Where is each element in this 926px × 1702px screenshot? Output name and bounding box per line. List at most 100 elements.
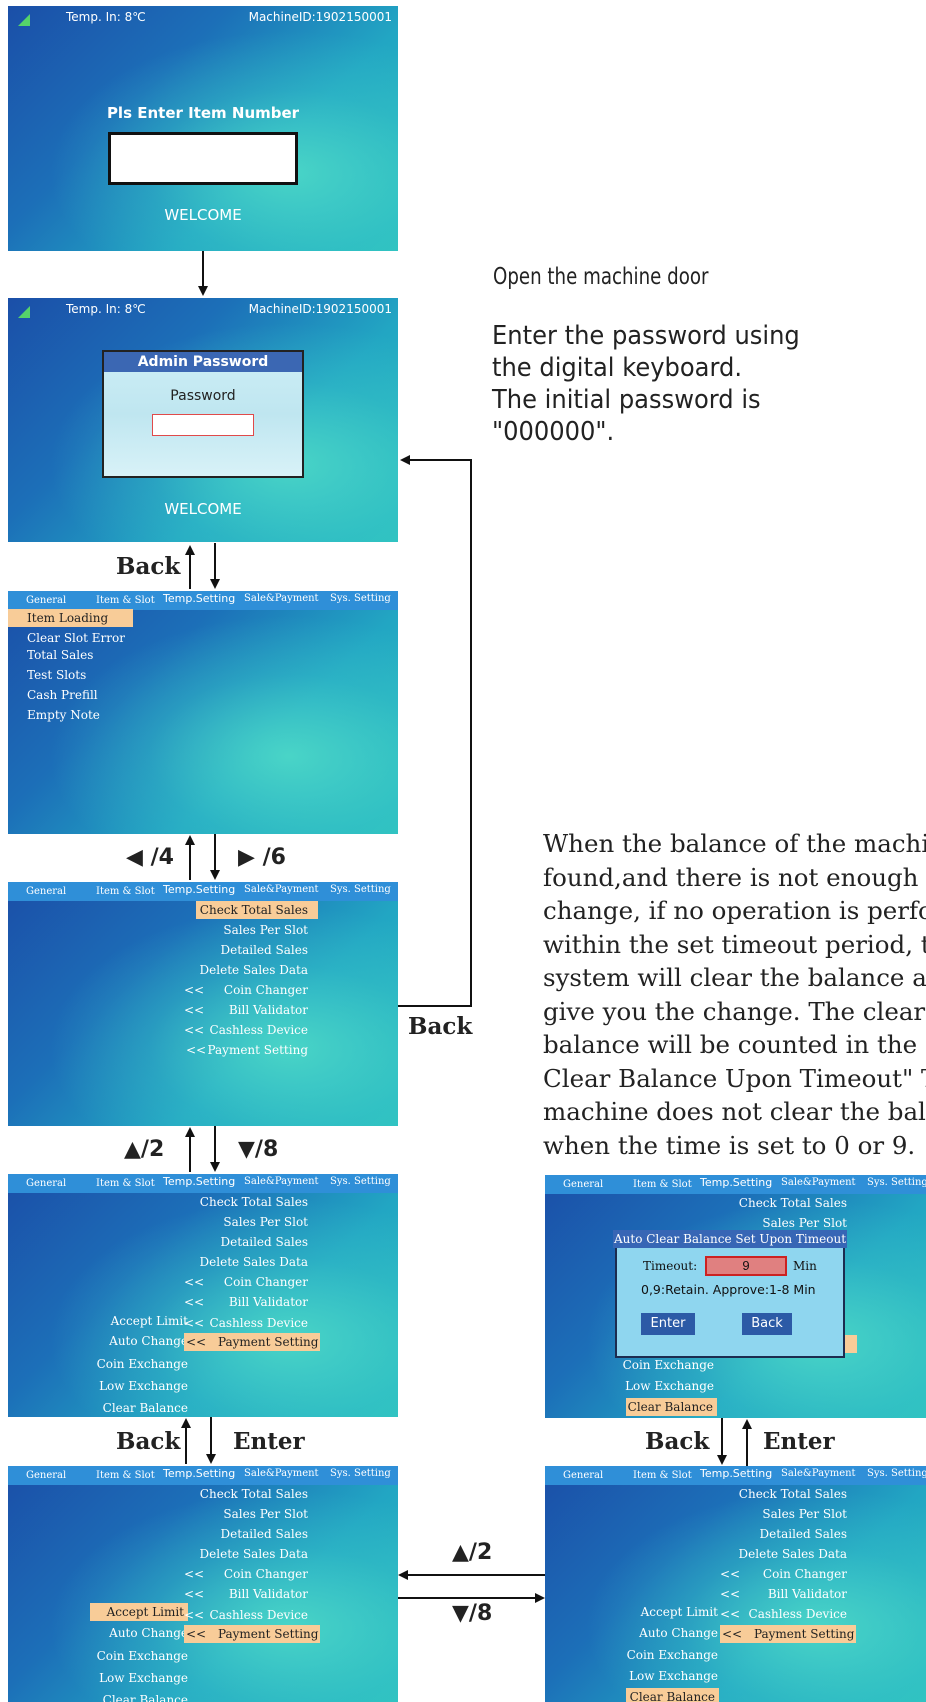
submenu-coin-exchange[interactable]: Coin Exchange <box>96 1649 188 1663</box>
tab-general[interactable]: General <box>26 595 67 606</box>
tab-sys-setting[interactable]: Sys. Setting <box>330 1468 391 1479</box>
submenu-low-exchange[interactable]: Low Exchange <box>99 1671 188 1685</box>
tab-general[interactable]: General <box>563 1179 604 1190</box>
menu-item-coin-changer[interactable]: Coin Changer <box>762 1567 847 1581</box>
tab-sys-setting[interactable]: Sys. Setting <box>330 1176 391 1187</box>
password-instruction-line: The initial password is <box>492 385 761 415</box>
tab-general[interactable]: General <box>26 1470 67 1481</box>
submenu-clear-balance-selected[interactable]: Clear Balance <box>626 1398 717 1416</box>
menu-item-payment-setting[interactable]: << Payment Setting <box>720 1625 856 1643</box>
menu-item-payment-setting-selected[interactable]: << Payment Setting <box>184 1333 320 1351</box>
tab-sale-payment[interactable]: Sale&Payment <box>244 1468 319 1479</box>
menu-item-cashless-device[interactable]: Cashless Device <box>209 1608 308 1622</box>
submenu-low-exchange[interactable]: Low Exchange <box>625 1379 714 1393</box>
enter-button[interactable]: Enter <box>641 1313 695 1335</box>
menu-item-check-total-sales[interactable]: Check Total Sales <box>199 1195 308 1209</box>
menu-item-sales-per-slot[interactable]: Sales Per Slot <box>223 923 308 937</box>
submenu-low-exchange[interactable]: Low Exchange <box>99 1379 188 1393</box>
menu-item-delete-sales-data[interactable]: Delete Sales Data <box>199 1255 308 1269</box>
menu-item-coin-changer[interactable]: Coin Changer <box>223 1567 308 1581</box>
menu-item-coin-changer[interactable]: Coin Changer <box>223 983 308 997</box>
submenu-auto-change[interactable]: Auto Change <box>109 1334 188 1348</box>
tab-item-slot[interactable]: Item & Slot <box>96 1470 155 1481</box>
submenu-coin-exchange[interactable]: Coin Exchange <box>626 1648 718 1662</box>
menu-item-item-loading[interactable]: Item Loading <box>8 609 133 627</box>
menu-item-cash-prefill[interactable]: Cash Prefill <box>27 688 98 702</box>
tab-sale-payment[interactable]: Sale&Payment <box>244 884 319 895</box>
tab-general[interactable]: General <box>26 886 67 897</box>
menu-item-cashless-device[interactable]: Cashless Device <box>209 1023 308 1037</box>
menu-item-bill-validator[interactable]: Bill Validator <box>228 1587 308 1601</box>
menu-item-total-sales[interactable]: Total Sales <box>27 648 94 662</box>
label-back-1: Back <box>116 553 181 580</box>
menu-item-delete-sales-data[interactable]: Delete Sales Data <box>738 1547 847 1561</box>
tab-sys-setting[interactable]: Sys. Setting <box>867 1177 926 1188</box>
submenu-clear-balance[interactable]: Clear Balance <box>102 1693 188 1702</box>
tab-sale-payment[interactable]: Sale&Payment <box>244 1176 319 1187</box>
menu-tabs: General Item & Slot Temp.Setting Sale&Pa… <box>8 1466 398 1485</box>
menu-item-payment-setting[interactable]: << Payment Setting <box>184 1625 320 1643</box>
menu-item-delete-sales-data[interactable]: Delete Sales Data <box>199 963 308 977</box>
submenu-low-exchange[interactable]: Low Exchange <box>629 1669 718 1683</box>
item-number-input[interactable] <box>108 132 298 185</box>
tab-general[interactable]: General <box>563 1470 604 1481</box>
submenu-accept-limit-selected[interactable]: Accept Limit <box>90 1603 188 1621</box>
menu-item-check-total-sales[interactable]: Check Total Sales <box>199 1487 308 1501</box>
menu-item-bill-validator[interactable]: Bill Validator <box>228 1003 308 1017</box>
menu-item-check-total-sales[interactable]: Check Total Sales <box>196 901 318 919</box>
menu-item-check-total-sales[interactable]: Check Total Sales <box>738 1487 847 1501</box>
menu-item-detailed-sales[interactable]: Detailed Sales <box>220 1527 308 1541</box>
tab-temp-setting[interactable]: Temp.Setting <box>163 592 236 605</box>
submenu-clear-balance-selected[interactable]: Clear Balance <box>626 1688 719 1702</box>
tab-sale-payment[interactable]: Sale&Payment <box>781 1468 856 1479</box>
tab-general[interactable]: General <box>26 1178 67 1189</box>
timeout-value-input[interactable]: 9 <box>705 1256 787 1276</box>
menu-item-sales-per-slot[interactable]: Sales Per Slot <box>223 1507 308 1521</box>
menu-item-cashless-device[interactable]: Cashless Device <box>209 1316 308 1330</box>
tab-temp-setting[interactable]: Temp.Setting <box>700 1176 773 1189</box>
menu-item-detailed-sales[interactable]: Detailed Sales <box>220 943 308 957</box>
submenu-auto-change[interactable]: Auto Change <box>639 1626 718 1640</box>
tab-item-slot[interactable]: Item & Slot <box>633 1470 692 1481</box>
tab-temp-setting[interactable]: Temp.Setting <box>163 1467 236 1480</box>
tab-temp-setting[interactable]: Temp.Setting <box>163 883 236 896</box>
dialog-title: Admin Password <box>104 352 302 372</box>
menu-item-detailed-sales[interactable]: Detailed Sales <box>220 1235 308 1249</box>
tab-sys-setting[interactable]: Sys. Setting <box>330 593 391 604</box>
tab-item-slot[interactable]: Item & Slot <box>96 1178 155 1189</box>
menu-item-empty-note[interactable]: Empty Note <box>27 708 100 722</box>
menu-item-payment-setting[interactable]: Payment Setting <box>207 1043 308 1057</box>
tab-temp-setting[interactable]: Temp.Setting <box>700 1467 773 1480</box>
submenu-clear-balance[interactable]: Clear Balance <box>102 1401 188 1415</box>
password-input[interactable] <box>152 414 254 436</box>
menu-item-bill-validator[interactable]: Bill Validator <box>228 1295 308 1309</box>
menu-item-detailed-sales[interactable]: Detailed Sales <box>759 1527 847 1541</box>
menu-item-test-slots[interactable]: Test Slots <box>27 668 87 682</box>
submenu-accept-limit[interactable]: Accept Limit <box>640 1605 718 1619</box>
chevron-left-icon: << <box>186 1627 207 1641</box>
password-instruction-line: Enter the password using <box>492 321 800 351</box>
menu-item-delete-sales-data[interactable]: Delete Sales Data <box>199 1547 308 1561</box>
menu-item-coin-changer[interactable]: Coin Changer <box>223 1275 308 1289</box>
tab-sale-payment[interactable]: Sale&Payment <box>244 593 319 604</box>
submenu-accept-limit[interactable]: Accept Limit <box>110 1314 188 1328</box>
menu-item-clear-slot-error[interactable]: Clear Slot Error <box>27 631 125 645</box>
tab-item-slot[interactable]: Item & Slot <box>633 1179 692 1190</box>
tab-sys-setting[interactable]: Sys. Setting <box>330 884 391 895</box>
menu-item-sales-per-slot[interactable]: Sales Per Slot <box>223 1215 308 1229</box>
menu-item-check-total-sales[interactable]: Check Total Sales <box>738 1196 847 1210</box>
submenu-coin-exchange[interactable]: Coin Exchange <box>96 1357 188 1371</box>
tab-sale-payment[interactable]: Sale&Payment <box>781 1177 856 1188</box>
tab-sys-setting[interactable]: Sys. Setting <box>867 1468 926 1479</box>
menu-item-cashless-device[interactable]: Cashless Device <box>748 1607 847 1621</box>
back-button[interactable]: Back <box>742 1313 792 1335</box>
label-back-2: Back <box>116 1428 181 1455</box>
tab-temp-setting[interactable]: Temp.Setting <box>163 1175 236 1188</box>
menu-item-sales-per-slot[interactable]: Sales Per Slot <box>762 1507 847 1521</box>
menu-item-sales-per-slot[interactable]: Sales Per Slot <box>762 1216 847 1230</box>
tab-item-slot[interactable]: Item & Slot <box>96 595 155 606</box>
tab-item-slot[interactable]: Item & Slot <box>96 886 155 897</box>
submenu-auto-change[interactable]: Auto Change <box>109 1626 188 1640</box>
submenu-coin-exchange[interactable]: Coin Exchange <box>622 1358 714 1372</box>
menu-item-bill-validator[interactable]: Bill Validator <box>767 1587 847 1601</box>
